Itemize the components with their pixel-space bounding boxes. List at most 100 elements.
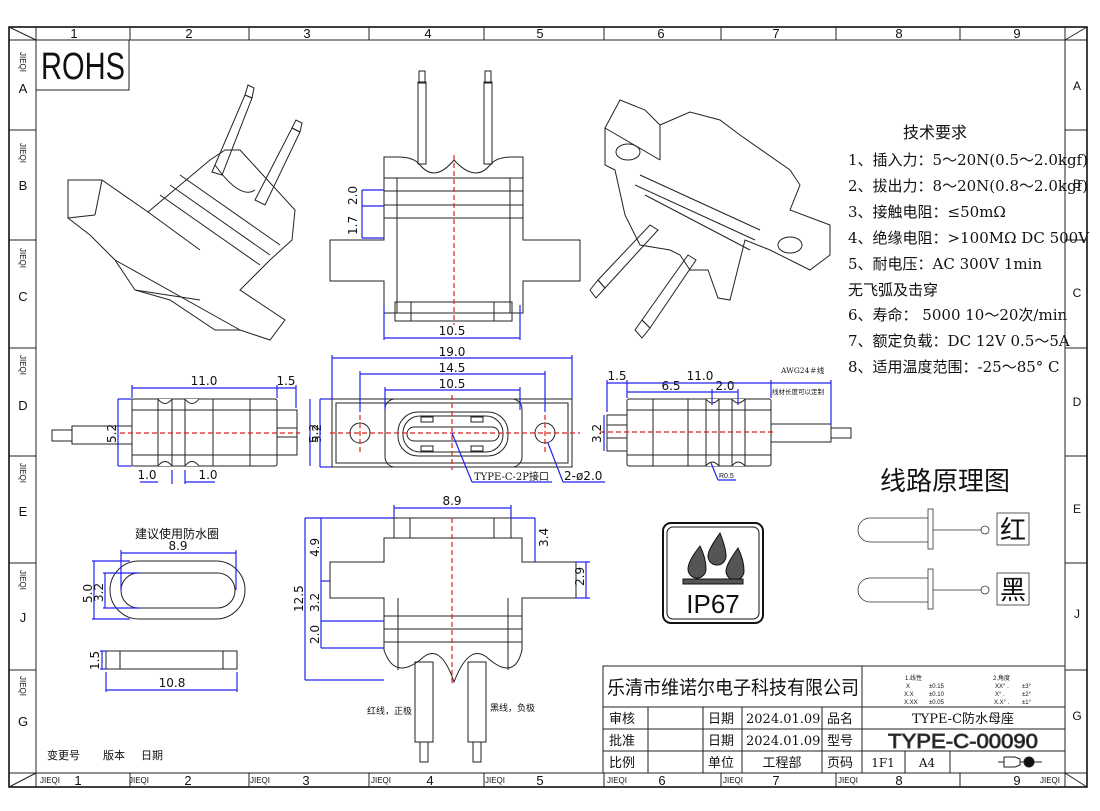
zone-tag: JIEQI	[250, 776, 270, 785]
row-label: C	[1073, 286, 1082, 300]
row-label: E	[19, 504, 28, 519]
tech-item: 3、接触电阻：≤50mΩ	[848, 203, 1006, 221]
row-label: J	[20, 610, 27, 625]
model-label: 型号	[827, 734, 853, 749]
approve-date: 2024.01.09	[746, 734, 820, 749]
col-label: 6	[658, 773, 665, 788]
row-label: B	[19, 178, 28, 193]
dim-rs-groove-pitch: 2.0	[715, 379, 734, 393]
col-label: 1	[70, 26, 77, 41]
zone-tag: JIEQI	[723, 776, 743, 785]
zone-tag: JIEQI	[607, 776, 627, 785]
tol-linear-val: ±0.10	[929, 692, 945, 698]
zone-tag: JIEQI	[129, 776, 149, 785]
zone-tag: JIEQI	[18, 143, 27, 163]
ip67-badge: IP67	[662, 522, 764, 624]
row-label: D	[1073, 395, 1082, 409]
column-labels-bottom: JIEQI 1 JIEQI 2 JIEQI 3 JIEQI 4 JIEQI 5 …	[40, 773, 1060, 788]
col-label: 9	[1013, 773, 1020, 788]
dim-rs-tail: 1.5	[607, 369, 626, 383]
col-label: 3	[302, 773, 309, 788]
dim-seal-inner-width: 8.9	[168, 539, 187, 553]
revision-block: 变更号 版本 日期	[47, 748, 163, 762]
dim-bottom-flange-thick: 2.9	[573, 567, 587, 586]
approve-date-label: 日期	[708, 734, 734, 749]
zone-tag: JIEQI	[18, 463, 27, 483]
row-label: D	[18, 398, 27, 413]
dim-groove-2: 1.0	[198, 468, 217, 482]
bottom-view: 8.9 12.5 4.9 3.2 2.0 3.4 2.9 红线，正极 黑线，负极	[292, 494, 590, 763]
model-number: TYPE-C-00090	[888, 731, 1038, 753]
review-date-label: 日期	[708, 712, 734, 727]
dim-rs-length: 11.0	[687, 369, 714, 383]
dim-bottom-width: 8.9	[442, 494, 461, 508]
dim-hole-pitch: 14.5	[439, 361, 466, 375]
tol-linear-val: ±0.05	[929, 700, 945, 706]
rohs-mark: ROHS	[35, 39, 130, 91]
col-label: 5	[536, 26, 543, 41]
col-label: 5	[536, 773, 543, 788]
dim-seal-inner-height: 3.2	[92, 583, 106, 602]
company-name: 乐清市维诺尔电子科技有限公司	[607, 677, 859, 699]
rohs-label: ROHS	[41, 46, 125, 88]
right-side-view: 1.5 11.0 6.5 2.0 3.2 R0.5 AWG24＃线 线材长度可以…	[590, 365, 852, 481]
row-label: G	[18, 714, 28, 729]
title-block: 乐清市维诺尔电子科技有限公司 1.线性 X ±0.15 X.X ±0.10 X.…	[602, 665, 1066, 774]
left-side-view: 11.0 1.5 5.2 5.2 1.0 1.0	[51, 374, 324, 484]
change-no-label: 变更号	[47, 748, 80, 762]
tol-linear-val: ±0.15	[929, 684, 945, 690]
col-label: 4	[426, 773, 433, 788]
tech-requirements: 技术要求 1、插入力：5～20N(0.5～2.0kgf) 2、拔出力：8～20N…	[848, 123, 1090, 376]
name-label: 品名	[827, 711, 853, 727]
zone-tag: JIEQI	[371, 776, 391, 785]
zone-tag: JIEQI	[18, 52, 27, 72]
zone-tag: JIEQI	[1040, 776, 1060, 785]
circuit-diagram: 线路原理图 红 黑	[857, 467, 1030, 610]
tech-item: 5、耐电压：AC 300V 1min	[848, 255, 1042, 273]
tol-linear-key: X	[906, 684, 910, 690]
tol-angle-key: XX° .	[995, 684, 1009, 690]
col-label: 3	[303, 26, 310, 41]
dim-bottom-step: 3.4	[537, 528, 551, 547]
row-label: G	[1072, 709, 1081, 723]
dim-rs-height: 3.2	[590, 424, 604, 443]
isometric-view-left	[67, 84, 303, 341]
tech-item: 4、绝缘电阻：>100MΩ DC 500V	[848, 229, 1090, 247]
tol-angle-key: X° .	[995, 692, 1005, 698]
tech-requirements-title: 技术要求	[903, 123, 967, 142]
tech-item: 2、拔出力：8～20N(0.8～2.0kgf)	[848, 177, 1088, 195]
tol-angle-val: ±2°	[1022, 692, 1032, 698]
col-label: 9	[1013, 26, 1020, 41]
tol-angle-val: ±3°	[1022, 684, 1032, 690]
row-label: C	[18, 289, 27, 304]
col-label: 6	[657, 26, 664, 41]
dim-seal-thickness: 1.5	[88, 651, 102, 670]
row-labels-left: JIEQI A JIEQI B JIEQI C JIEQI D JIEQI E …	[18, 52, 28, 729]
zone-tag: JIEQI	[40, 776, 60, 785]
dim-bottom-flange: 3.2	[308, 593, 322, 612]
tol-linear-key: X.XX	[904, 700, 918, 706]
circuit-red-label: 红	[1000, 516, 1026, 546]
row-label: J	[1074, 607, 1080, 621]
front-view: 19.0 14.5 10.5 5.2 TYPE-C-2P接口 2-ø2.0	[307, 345, 605, 483]
review-label: 审核	[609, 712, 635, 727]
product-name: TYPE-C防水母座	[912, 711, 1014, 727]
zone-tag: JIEQI	[18, 676, 27, 696]
column-labels-top: 1 2 3 4 5 6 7 8 9	[70, 26, 1020, 41]
unit-label: 单位	[708, 756, 734, 771]
review-date: 2024.01.09	[746, 712, 820, 727]
wire-note: 线材长度可以定制	[772, 387, 825, 396]
col-label: 4	[424, 26, 431, 41]
tol-angle-title: 2.角度	[993, 674, 1010, 682]
col-label: 2	[185, 26, 192, 41]
dim-front-height: 5.2	[307, 424, 321, 443]
hole-label: 2-ø2.0	[564, 469, 602, 483]
seal-ring-view: 建议使用防水圈 8.9 5.0 3.2 1.5	[81, 526, 246, 692]
tol-angle-key: X.X° .	[994, 700, 1010, 706]
tech-item: 7、额定负载：DC 12V 0.5～5A	[848, 332, 1070, 350]
col-label: 7	[772, 773, 779, 788]
black-wire-label: 黑线，负极	[490, 702, 535, 714]
dim-groove-offset: 1.7	[346, 216, 360, 235]
page-label: 页码	[827, 756, 853, 771]
dim-bottom-groove: 2.0	[308, 625, 322, 644]
